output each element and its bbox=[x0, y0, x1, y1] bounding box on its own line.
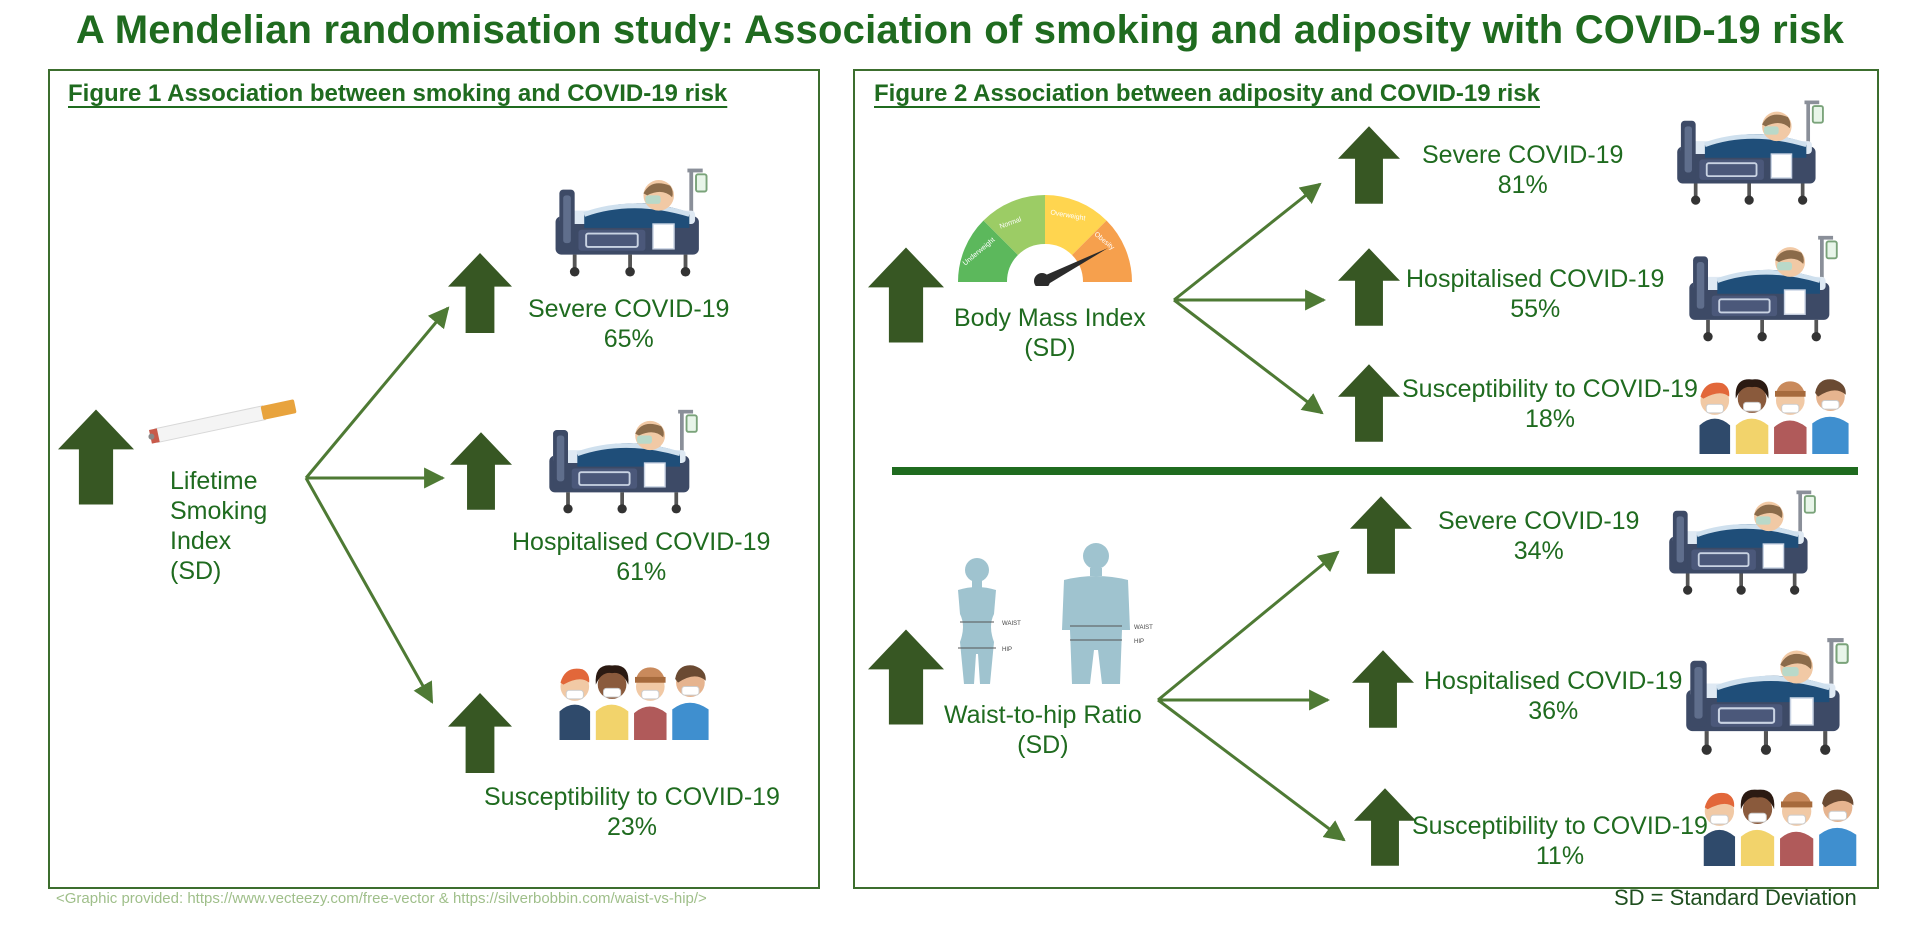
hip-label: HIP bbox=[1002, 647, 1012, 653]
smoking-exposure-label: Lifetime Smoking Index (SD) bbox=[170, 467, 268, 585]
fig2-bmi-susceptibility-outcome: Susceptibility to COVID-19 18% bbox=[1402, 375, 1698, 433]
up-arrow-icon bbox=[1350, 494, 1412, 576]
up-arrow-icon bbox=[448, 692, 512, 774]
hospital-bed-icon bbox=[1660, 484, 1826, 604]
section-divider bbox=[892, 467, 1858, 475]
up-arrow-icon bbox=[58, 408, 134, 506]
up-arrow-icon bbox=[1354, 786, 1416, 868]
hospital-bed-icon bbox=[546, 162, 718, 286]
up-arrow-icon bbox=[868, 628, 944, 726]
hip-label: HIP bbox=[1134, 639, 1144, 645]
figure-1-title: Figure 1 Association between smoking and… bbox=[68, 80, 728, 107]
up-arrow-icon bbox=[1338, 246, 1400, 328]
whr-exposure-label: Waist-to-hip Ratio (SD) bbox=[944, 701, 1142, 759]
bmi-gauge-icon: Underweight Normal Overweight Obesity bbox=[958, 195, 1132, 286]
up-arrow-icon bbox=[448, 252, 512, 334]
cigarette-icon bbox=[148, 399, 297, 444]
graphic-credit: <Graphic provided: https://www.vecteezy.… bbox=[56, 890, 707, 907]
waist-label: WAIST bbox=[1002, 621, 1021, 627]
fig2-whr-susceptibility-outcome: Susceptibility to COVID-19 11% bbox=[1412, 812, 1708, 870]
female-body-icon: WAIST HIP bbox=[958, 558, 1021, 684]
people-icon bbox=[552, 654, 718, 740]
fig2-bmi-severe-outcome: Severe COVID-19 81% bbox=[1422, 141, 1624, 199]
fig2-bmi-hospitalised-outcome: Hospitalised COVID-19 55% bbox=[1406, 265, 1665, 323]
fig1-hospitalised-outcome: Hospitalised COVID-19 61% bbox=[512, 528, 771, 586]
up-arrow-icon bbox=[450, 430, 512, 512]
fig2-whr-hospitalised-outcome: Hospitalised COVID-19 36% bbox=[1424, 667, 1683, 725]
hospital-bed-icon bbox=[1676, 636, 1860, 760]
up-arrow-icon bbox=[868, 246, 944, 344]
hospital-bed-icon bbox=[1668, 94, 1834, 214]
male-body-icon: WAIST HIP bbox=[1062, 543, 1153, 684]
sd-note: SD = Standard Deviation bbox=[1614, 885, 1857, 910]
fig1-susceptibility-outcome: Susceptibility to COVID-19 23% bbox=[484, 783, 780, 841]
page-title: A Mendelian randomisation study: Associa… bbox=[75, 8, 1845, 52]
people-icon bbox=[1692, 368, 1858, 454]
waist-label: WAIST bbox=[1134, 625, 1153, 631]
up-arrow-icon bbox=[1338, 124, 1400, 206]
up-arrow-icon bbox=[1338, 362, 1400, 444]
fig2-whr-severe-outcome: Severe COVID-19 34% bbox=[1438, 507, 1640, 565]
hospital-bed-icon bbox=[540, 408, 708, 518]
up-arrow-icon bbox=[1352, 648, 1414, 730]
bmi-exposure-label: Body Mass Index (SD) bbox=[954, 304, 1146, 362]
people-icon bbox=[1696, 778, 1866, 866]
fig1-severe-outcome: Severe COVID-19 65% bbox=[528, 295, 730, 353]
hospital-bed-icon bbox=[1680, 234, 1848, 346]
figure-2-title: Figure 2 Association between adiposity a… bbox=[874, 80, 1540, 107]
